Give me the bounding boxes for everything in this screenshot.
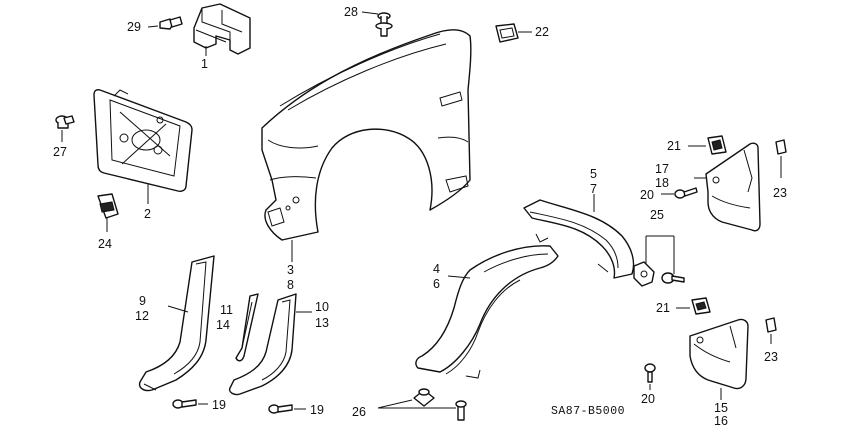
- bolt-27: [55, 115, 75, 129]
- trim-strip-11-14: [235, 293, 259, 362]
- label-23a: 23: [773, 186, 787, 200]
- label-12: 12: [135, 309, 149, 323]
- screw-29: [159, 16, 183, 30]
- liner-5-7: [523, 199, 635, 279]
- label-16: 16: [714, 414, 728, 425]
- sill-cover-10-13: [228, 293, 297, 396]
- label-21a: 21: [667, 139, 681, 153]
- label-25: 25: [650, 208, 664, 222]
- label-28: 28: [344, 5, 358, 19]
- bolt-28: [375, 12, 393, 37]
- label-9: 9: [139, 294, 146, 308]
- label-3: 3: [287, 263, 294, 277]
- label-13: 13: [315, 316, 329, 330]
- inner-plate-2: [93, 89, 193, 192]
- diagram-code: SA87-B5000: [551, 405, 625, 418]
- screw-19b: [268, 404, 293, 414]
- clip-23b: [765, 317, 777, 333]
- clip-23a: [775, 139, 787, 155]
- label-19b: 19: [310, 403, 324, 417]
- bracket-1: [193, 3, 251, 55]
- label-2: 2: [144, 207, 151, 221]
- label-20b: 20: [641, 392, 655, 406]
- screw-19a: [172, 399, 197, 409]
- label-27: 27: [53, 145, 67, 159]
- label-19a: 19: [212, 398, 226, 412]
- sill-cover-9-12: [138, 255, 215, 392]
- label-24: 24: [98, 237, 112, 251]
- clip-21b: [691, 297, 711, 315]
- clip-24: [97, 193, 119, 219]
- label-15: 15: [714, 401, 728, 415]
- label-22: 22: [535, 25, 549, 39]
- label-7: 7: [590, 182, 597, 196]
- label-29: 29: [127, 20, 141, 34]
- splash-guard-lower: [689, 318, 749, 390]
- label-23b: 23: [764, 350, 778, 364]
- label-21b: 21: [656, 301, 670, 315]
- clip-nut-22: [495, 23, 519, 43]
- label-5: 5: [590, 167, 597, 181]
- splash-guard-upper: [705, 142, 761, 232]
- label-14: 14: [216, 318, 230, 332]
- front-fender-3-8: [261, 29, 472, 241]
- label-26: 26: [352, 405, 366, 419]
- screw-nut-25: [633, 261, 685, 287]
- liner-4-6: [415, 245, 559, 379]
- label-20a: 20: [640, 188, 654, 202]
- screw-20a: [674, 187, 698, 199]
- label-8: 8: [287, 278, 294, 292]
- label-10: 10: [315, 300, 329, 314]
- label-1: 1: [201, 57, 208, 71]
- label-11: 11: [220, 303, 233, 317]
- label-18: 18: [655, 176, 669, 190]
- label-6: 6: [433, 277, 440, 291]
- clip-21a: [707, 135, 727, 155]
- screw-20b: [644, 363, 656, 383]
- label-17: 17: [655, 162, 669, 176]
- bolt-nut-26: [413, 388, 467, 421]
- label-4: 4: [433, 262, 440, 276]
